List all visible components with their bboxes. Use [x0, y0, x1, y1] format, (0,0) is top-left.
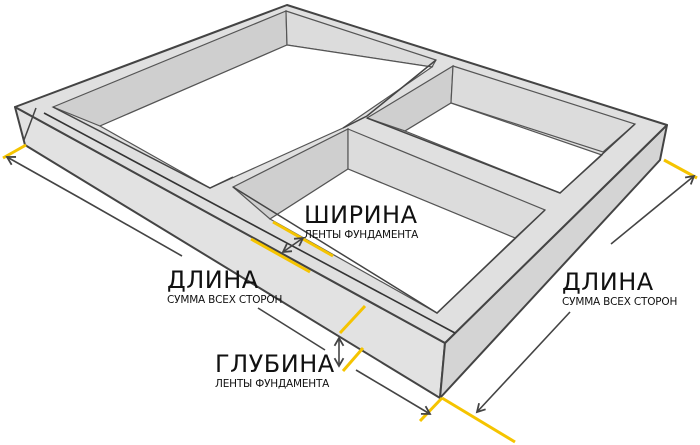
length-right-label-title: ДЛИНА	[562, 268, 654, 296]
width-label-subtitle: ЛЕНТЫ ФУНДАМЕНТА	[304, 229, 419, 241]
depth-marker-bottom	[341, 347, 365, 372]
length-left-arrow-tail	[257, 307, 326, 351]
dimension-arrows	[5, 156, 696, 415]
opening-large-floor	[98, 44, 434, 189]
corner-marker-right	[441, 396, 516, 444]
opening-large	[51, 10, 437, 189]
width-marker-outer	[250, 237, 311, 274]
width-arrow	[281, 236, 305, 254]
depth-marker-top	[338, 304, 367, 335]
length-right-label: ДЛИНА СУММА ВСЕХ СТОРОН	[562, 270, 677, 308]
length-left-label-title: ДЛИНА	[167, 266, 259, 294]
length-right-arrow-start	[610, 174, 696, 245]
opening-small	[365, 64, 637, 194]
depth-label-title: ГЛУБИНА	[215, 350, 335, 378]
depth-label: ГЛУБИНА ЛЕНТЫ ФУНДАМЕНТА	[215, 352, 335, 390]
length-left-arrow-start	[5, 156, 81, 199]
length-left-label: ДЛИНА СУММА ВСЕХ СТОРОН	[167, 268, 282, 306]
opening-front	[231, 128, 547, 314]
depth-label-subtitle: ЛЕНТЫ ФУНДАМЕНТА	[215, 378, 330, 390]
length-right-arrow-end	[475, 311, 571, 414]
width-label-title: ШИРИНА	[304, 201, 418, 229]
opening-small-back-wall	[450, 65, 637, 153]
length-left-arrow-end	[355, 369, 432, 415]
length-left-start-marker	[2, 143, 27, 160]
front-strip-inner-edge	[43, 112, 456, 334]
length-left-arrow-mid	[79, 197, 183, 257]
length-right-start-marker	[663, 158, 698, 180]
length-right-label-subtitle: СУММА ВСЕХ СТОРОН	[562, 296, 678, 308]
width-label: ШИРИНА ЛЕНТЫ ФУНДАМЕНТА	[304, 203, 418, 241]
length-left-label-subtitle: СУММА ВСЕХ СТОРОН	[167, 294, 283, 306]
